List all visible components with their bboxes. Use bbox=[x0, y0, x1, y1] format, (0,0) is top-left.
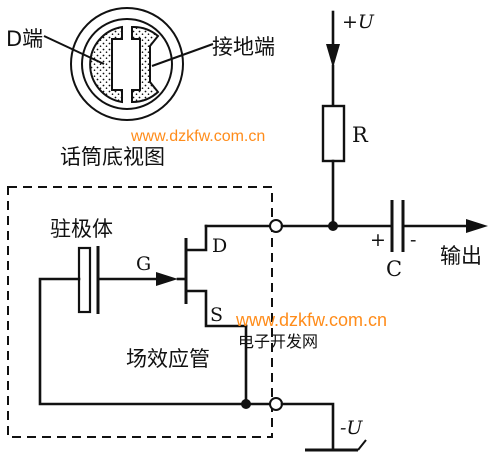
ground-terminal bbox=[269, 397, 283, 411]
supply-arrow bbox=[326, 44, 340, 68]
d-terminal-pad bbox=[89, 25, 123, 104]
output-arrow bbox=[466, 219, 488, 233]
ground-return-wire bbox=[280, 402, 335, 450]
mic-bottom-view bbox=[43, 7, 214, 121]
mic-outer-ring bbox=[70, 7, 184, 121]
ground-terminal-label: 接地端 bbox=[212, 35, 275, 59]
output-label: 输出 bbox=[440, 244, 482, 268]
minus-u-label: -U bbox=[340, 417, 363, 439]
ground-bar-tick bbox=[357, 439, 367, 451]
gate-label: G bbox=[136, 253, 151, 275]
ground-terminal-leader bbox=[151, 43, 214, 67]
capacitor-plus: + bbox=[370, 229, 386, 251]
d-terminal-label: D端 bbox=[6, 27, 43, 51]
electret-plate-left bbox=[77, 246, 92, 314]
capacitor-label: C bbox=[386, 257, 402, 281]
output-node bbox=[328, 221, 338, 231]
ground-terminal-pad bbox=[131, 25, 160, 104]
fet-label: 场效应管 bbox=[126, 347, 210, 371]
electret-label: 驻极体 bbox=[50, 217, 113, 241]
capacitor-minus: - bbox=[410, 229, 416, 251]
mic-inner-ring bbox=[81, 18, 173, 110]
plus-u-label: +U bbox=[342, 11, 375, 33]
resistor-label: R bbox=[352, 123, 369, 147]
d-terminal-leader bbox=[43, 35, 105, 65]
source-label: S bbox=[210, 304, 223, 326]
gate-arrow bbox=[156, 272, 178, 286]
fet-drain-lead bbox=[184, 224, 208, 252]
fet-source-lead bbox=[184, 289, 248, 328]
ground-node bbox=[241, 399, 251, 409]
watermark-top: www.dzkfw.com.cn bbox=[130, 128, 265, 145]
drain-label: D bbox=[212, 235, 227, 257]
watermark-bottom: www.dzkfw.com.cn bbox=[235, 310, 387, 330]
ground-loop-wire bbox=[38, 277, 272, 406]
resistor-r bbox=[321, 104, 346, 163]
mic-enclosure-dashed bbox=[7, 186, 273, 438]
drain-terminal bbox=[269, 219, 283, 233]
mic-bottom-view-label: 话筒底视图 bbox=[60, 145, 165, 169]
watermark-bottom-cn: 电子开发网 bbox=[238, 332, 318, 351]
